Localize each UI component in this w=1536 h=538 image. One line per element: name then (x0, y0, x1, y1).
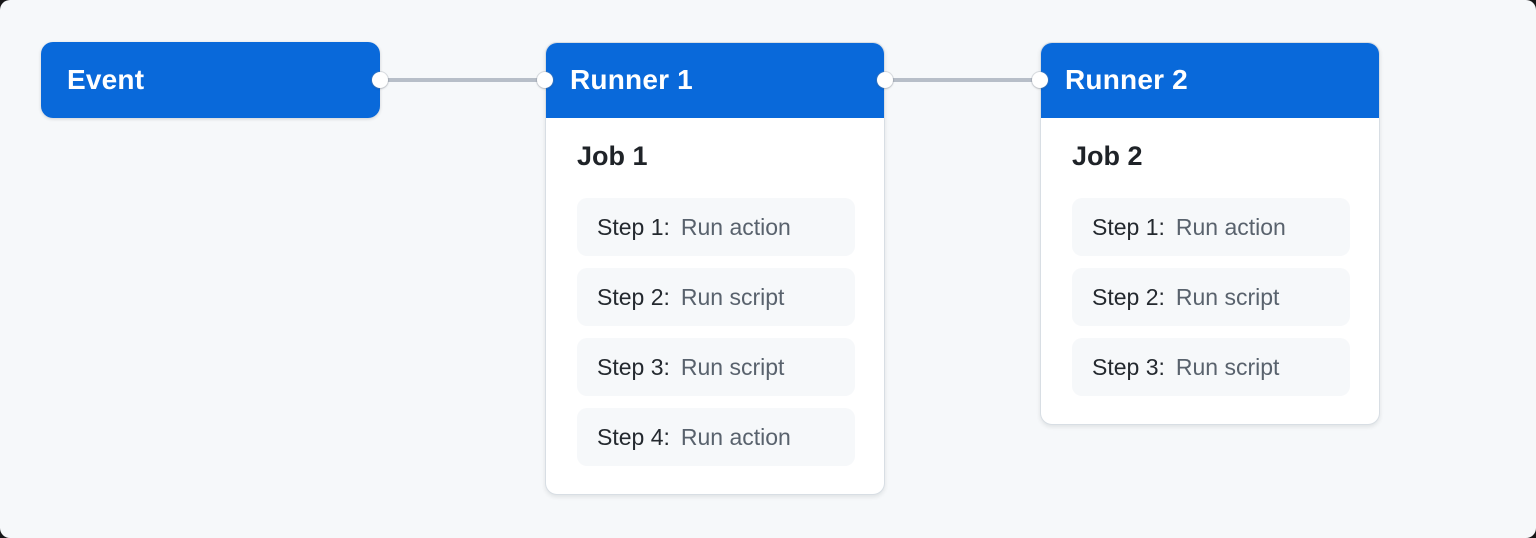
step-value: Run action (1175, 213, 1286, 240)
connector-dot-runner2-left (1032, 72, 1048, 88)
job1-step-3: Step 3: Run script (577, 338, 855, 396)
runner1-header: Runner 1 (546, 43, 884, 118)
event-label: Event (67, 64, 145, 95)
step-label: Step 1: (597, 213, 670, 240)
runner1-title: Runner 1 (570, 64, 693, 95)
job1-step-4: Step 4: Run action (577, 408, 855, 466)
step-value: Run script (680, 283, 785, 310)
step-value: Run script (1175, 283, 1280, 310)
connector-line-runner1-runner2 (885, 78, 1040, 82)
step-label: Step 1: (1092, 213, 1165, 240)
job2-step-1: Step 1: Run action (1072, 198, 1350, 256)
runner2-card: Runner 2 Job 2 Step 1: Run action Step 2… (1040, 42, 1380, 425)
step-label: Step 2: (1092, 283, 1165, 310)
job2-step-3: Step 3: Run script (1072, 338, 1350, 396)
runner2-header: Runner 2 (1041, 43, 1379, 118)
job1-step-1: Step 1: Run action (577, 198, 855, 256)
step-label: Step 3: (597, 353, 670, 380)
job2-step-2: Step 2: Run script (1072, 268, 1350, 326)
step-value: Run action (680, 213, 791, 240)
job1-title: Job 1 (577, 141, 648, 171)
step-value: Run action (680, 423, 791, 450)
runner1-card: Runner 1 Job 1 Step 1: Run action Step 2… (545, 42, 885, 495)
runner2-body: Job 2 Step 1: Run action Step 2: Run scr… (1041, 118, 1379, 424)
connector-line-event-runner1 (380, 78, 545, 82)
connector-dot-runner1-right (877, 72, 893, 88)
step-value: Run script (1175, 353, 1280, 380)
job2-title: Job 2 (1072, 141, 1143, 171)
connector-dot-runner1-left (537, 72, 553, 88)
step-label: Step 4: (597, 423, 670, 450)
runner1-body: Job 1 Step 1: Run action Step 2: Run scr… (546, 118, 884, 494)
step-label: Step 3: (1092, 353, 1165, 380)
event-node: Event (41, 42, 380, 118)
job1-step-2: Step 2: Run script (577, 268, 855, 326)
step-value: Run script (680, 353, 785, 380)
step-label: Step 2: (597, 283, 670, 310)
runner2-title: Runner 2 (1065, 64, 1188, 95)
connector-dot-event-right (372, 72, 388, 88)
